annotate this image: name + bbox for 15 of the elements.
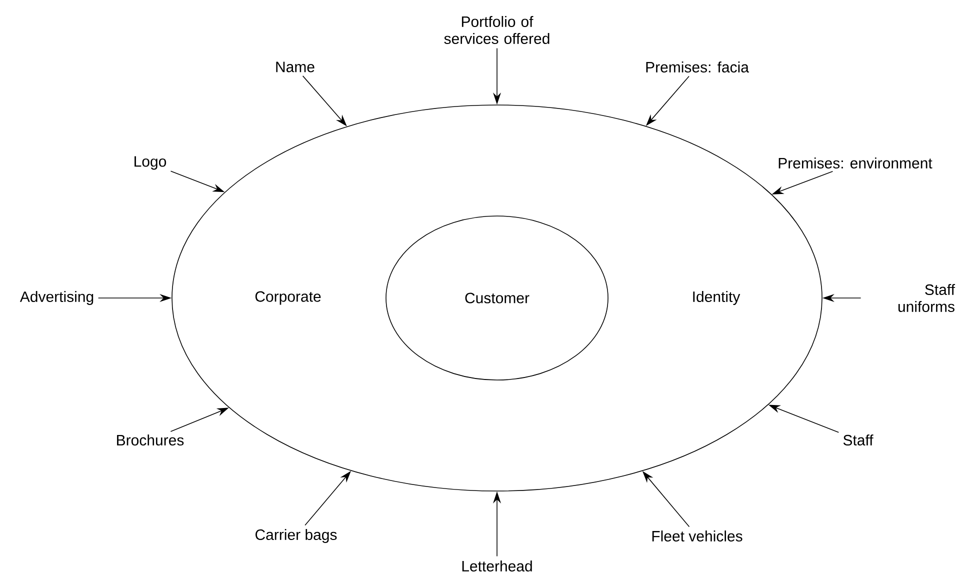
ellipse-label: Customer [465, 292, 530, 304]
input-label: Logo [134, 156, 166, 170]
ellipse-label: Identity [693, 291, 740, 305]
input-label: Advertising [20, 291, 94, 305]
input-label: Premises: environment [778, 158, 932, 168]
input-label: Portfolio of services offered [444, 16, 550, 44]
input-label: Brochures [117, 434, 184, 446]
input-label: Carrier bags [256, 529, 337, 543]
input-label: Letterhead [462, 560, 532, 572]
ellipse-label: Corporate [255, 291, 321, 305]
input-label: Premises: facia [646, 62, 749, 72]
input-label: Staff [843, 434, 874, 446]
input-label: Name [276, 62, 314, 72]
input-label: Staff uniforms [898, 284, 956, 312]
input-label: Fleet vehicles [652, 530, 742, 542]
